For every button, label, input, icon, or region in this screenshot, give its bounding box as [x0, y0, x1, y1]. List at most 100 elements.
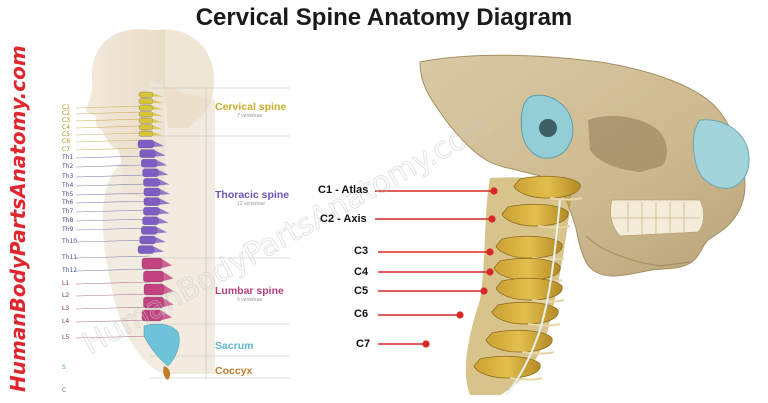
- spinous-process: [158, 169, 169, 176]
- vertebra-thoracic: [137, 139, 155, 149]
- spinous-process: [163, 298, 174, 307]
- vertebra-thoracic: [139, 149, 156, 158]
- callout-c4: C4: [354, 266, 369, 278]
- vertebra-thoracic: [143, 197, 161, 206]
- vertebra-leader-line: [75, 147, 142, 151]
- vertebra-label: Th3: [62, 173, 74, 180]
- vertebra-leader-line: [75, 183, 149, 187]
- callout-c2-axis: C2 - Axis: [320, 213, 367, 225]
- spinous-process: [162, 311, 172, 320]
- spinous-process: [159, 179, 170, 186]
- spinous-process: [163, 272, 174, 281]
- callout-lines: [375, 187, 498, 348]
- vertebra-leader-line: [75, 335, 153, 339]
- vertebra-thoracic: [142, 168, 159, 177]
- callout-dot: [488, 215, 496, 223]
- callout-c5: C5: [354, 285, 369, 297]
- vertebra-label: C7: [62, 146, 71, 153]
- region-count: 12 vertebrae: [237, 201, 266, 207]
- vertebra-label: C: [62, 387, 67, 394]
- neck-vertebra: [491, 301, 559, 325]
- coccyx: [163, 366, 171, 380]
- vertebra-cervical: [138, 104, 154, 111]
- vertebra-cervical: [138, 91, 154, 98]
- skull-illustration: [419, 54, 750, 277]
- page-title: Cervical Spine Anatomy Diagram: [195, 4, 573, 31]
- vertebra-thoracic: [141, 226, 158, 235]
- vertebra-leader-line: [75, 174, 147, 178]
- vertebra-leader-line: [75, 319, 154, 323]
- vertebra-leader-line: [75, 281, 151, 285]
- spinous-process: [159, 208, 170, 215]
- vertebra-label: C2: [62, 110, 71, 117]
- vertebra-leader-line: [75, 293, 152, 297]
- spinous-process: [159, 189, 170, 195]
- region-name: Thoracic spine: [215, 189, 290, 201]
- vertebra-label: L1: [62, 280, 70, 287]
- callout-c6: C6: [354, 308, 369, 320]
- vertebra-label: Th12: [62, 267, 78, 274]
- callout-dot: [486, 268, 494, 276]
- spinal-canal-highlight: [505, 199, 561, 396]
- vertebra-label: C6: [62, 138, 71, 145]
- spinous-process: [155, 237, 166, 243]
- region-lumbar: Lumbar spine 5 vertebrae: [215, 285, 284, 303]
- vertebra-thoracic: [139, 235, 156, 245]
- vertebra-leader-lines: [75, 105, 154, 339]
- vertebra-leader-line: [75, 111, 144, 115]
- intervertebral-disc: [527, 323, 561, 327]
- side-watermark: HumanBodyPartsAnatomy.com: [6, 45, 30, 392]
- vertebra-leader-line: [75, 192, 150, 196]
- callout-dot: [486, 248, 494, 256]
- intervertebral-disc: [537, 225, 571, 229]
- vertebra-cervical: [138, 130, 154, 137]
- region-sacrum: Sacrum: [215, 340, 254, 352]
- vertebra-label: C5: [62, 131, 71, 138]
- vertebra-leader-line: [75, 306, 153, 310]
- spinous-process: [153, 119, 163, 123]
- vertebra-leader-line: [75, 268, 151, 272]
- neck-vertebra: [493, 257, 561, 281]
- vertebra-label: L2: [62, 292, 70, 299]
- spinous-process: [153, 125, 163, 130]
- region-name: Cervical spine: [215, 101, 287, 113]
- region-thoracic: Thoracic spine 12 vertebrae: [215, 189, 289, 207]
- callout-dot: [480, 287, 488, 295]
- neck-vertebra: [485, 329, 553, 353]
- spinous-process: [154, 246, 164, 253]
- vertebra-lumbar: [143, 270, 164, 283]
- spine-column: [137, 91, 180, 380]
- vertebra-thoracic: [143, 207, 160, 216]
- region-coccyx: Coccyx: [215, 365, 252, 377]
- vertebra-label: Th10: [62, 238, 78, 245]
- neck-vertebra: [495, 277, 563, 301]
- vertebra-label: L3: [62, 305, 70, 312]
- region-count: 5 vertebrae: [237, 297, 263, 303]
- spinous-process: [157, 227, 168, 234]
- vertebra-leader-line: [75, 105, 145, 109]
- vertebra-thoracic: [142, 216, 159, 225]
- vertebra-leader-line: [75, 255, 152, 259]
- cervical-vertebrae-illustration: [465, 175, 583, 396]
- spinous-process: [164, 285, 174, 294]
- callout-dot: [490, 187, 498, 195]
- vertebra-label: C3: [62, 117, 71, 124]
- vertebra-label: C4: [62, 124, 71, 131]
- vertebra-leader-line: [75, 118, 143, 122]
- vertebra-leader-line: [75, 125, 142, 129]
- vertebra-label: Th8: [62, 217, 74, 224]
- vertebra-thoracic: [141, 159, 158, 168]
- vertebra-thoracic: [143, 178, 160, 187]
- vertebra-cervical: [138, 98, 154, 105]
- vertebra-leader-line: [75, 139, 141, 143]
- intervertebral-disc: [509, 377, 543, 381]
- region-name: Coccyx: [215, 365, 253, 377]
- vertebra-leader-line: [75, 132, 141, 136]
- vertebra-label: Th5: [62, 191, 74, 198]
- vertebra-label: L5: [62, 334, 70, 341]
- vertebra-label: Th7: [62, 208, 74, 215]
- sacrum: [143, 323, 180, 367]
- neck-vertebra: [473, 355, 541, 379]
- intervertebral-disc: [521, 351, 555, 355]
